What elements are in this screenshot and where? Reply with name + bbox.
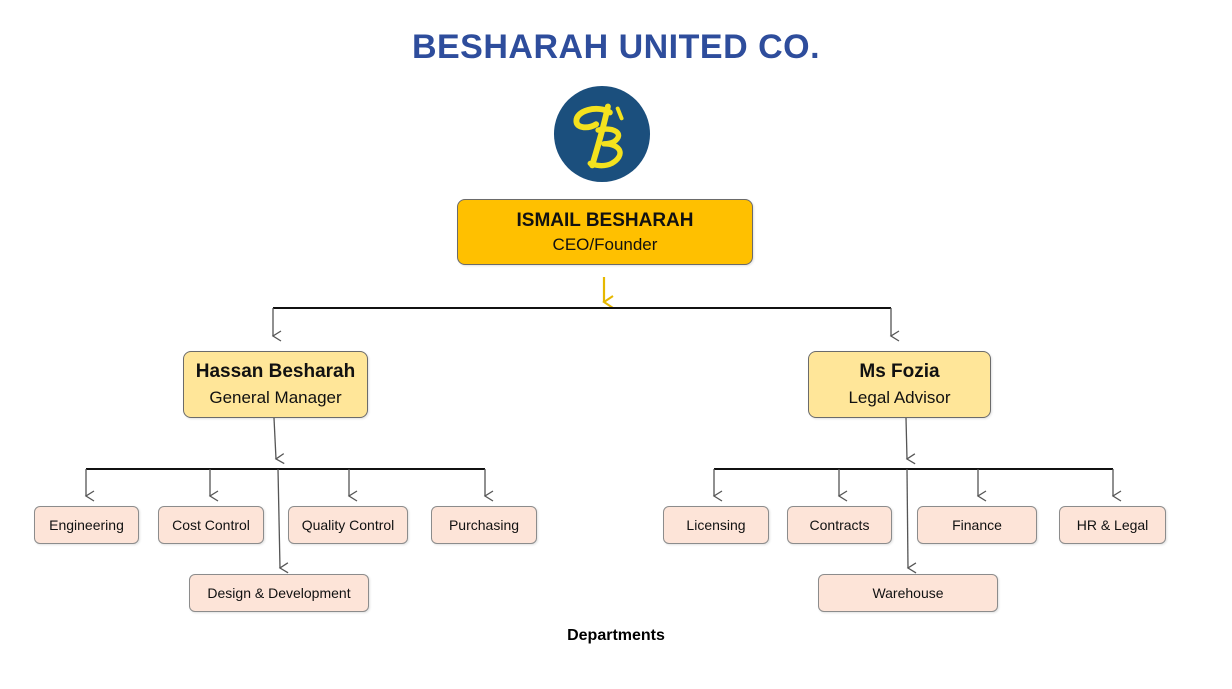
ceo-role: CEO/Founder xyxy=(552,234,658,254)
cb-monogram-logo-icon xyxy=(553,85,651,183)
departments-caption: Departments xyxy=(567,627,665,644)
general-manager-node: Hassan Besharah General Manager xyxy=(183,351,368,418)
general-manager-role: General Manager xyxy=(209,387,342,407)
dept-licensing: Licensing xyxy=(663,506,769,544)
legal-advisor-role: Legal Advisor xyxy=(848,387,951,407)
dept-contracts: Contracts xyxy=(787,506,892,544)
dept-engineering: Engineering xyxy=(34,506,139,544)
ceo-node: ISMAIL BESHARAH CEO/Founder xyxy=(457,199,753,265)
logo-letter xyxy=(573,103,624,169)
dept-hr-legal: HR & Legal xyxy=(1059,506,1166,544)
ceo-name: ISMAIL BESHARAH xyxy=(516,209,694,231)
la-down-arrow xyxy=(905,417,916,465)
company-title: BESHARAH UNITED CO. xyxy=(411,28,821,66)
dept-warehouse: Warehouse xyxy=(818,574,998,612)
arrow-design-development xyxy=(277,468,289,574)
dept-cost-control: Cost Control xyxy=(158,506,264,544)
dept-finance: Finance xyxy=(917,506,1037,544)
general-manager-name: Hassan Besharah xyxy=(195,360,356,382)
legal-advisor-name: Ms Fozia xyxy=(859,360,940,382)
legal-advisor-node: Ms Fozia Legal Advisor xyxy=(808,351,991,418)
dept-design-development: Design & Development xyxy=(189,574,369,612)
gm-down-arrow xyxy=(273,417,285,465)
dept-purchasing: Purchasing xyxy=(431,506,537,544)
dept-quality-control: Quality Control xyxy=(288,506,408,544)
arrow-warehouse xyxy=(906,468,917,574)
